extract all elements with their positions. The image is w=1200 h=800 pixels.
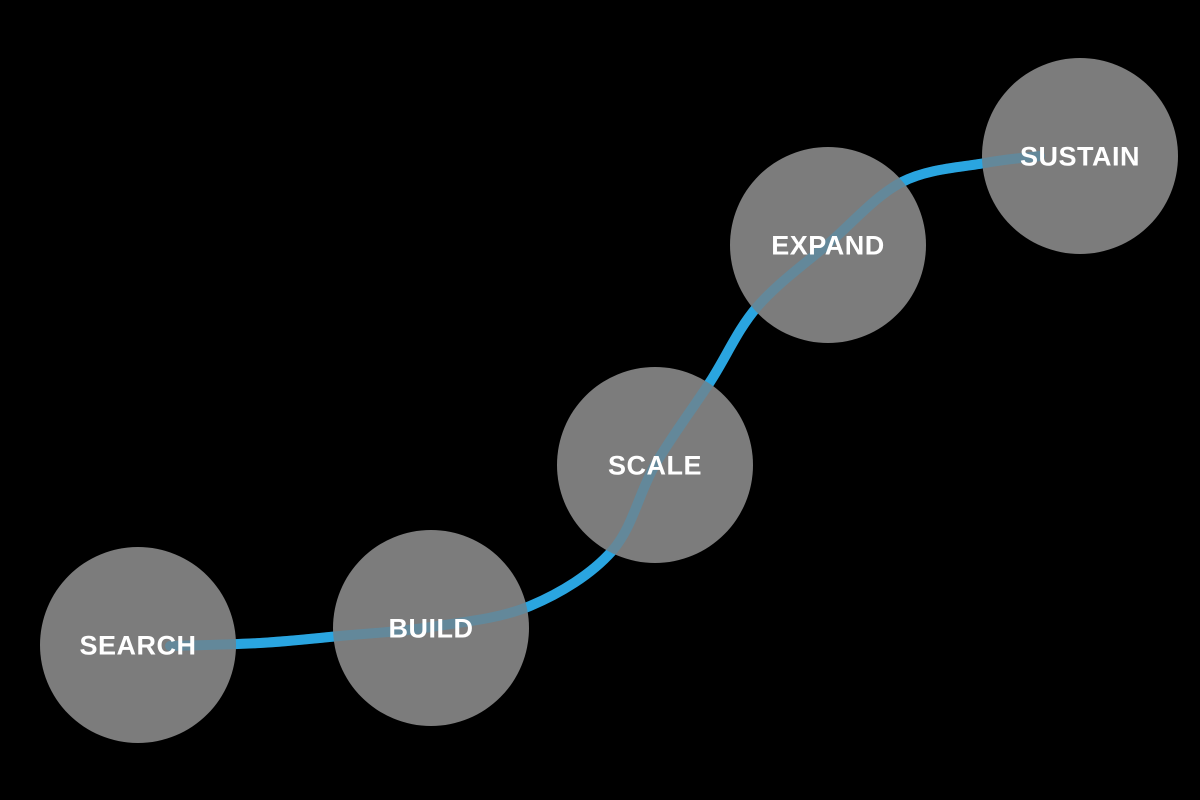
stage-label-build: BUILD	[389, 614, 474, 644]
stage-node-expand	[730, 147, 926, 343]
stage-label-search: SEARCH	[79, 631, 196, 661]
growth-curve-overlay-layer	[165, 151, 1045, 651]
stage-label-expand: EXPAND	[771, 231, 885, 261]
stage-label-scale: SCALE	[608, 451, 702, 481]
growth-curve-overlay	[165, 151, 1045, 651]
stage-node-scale	[557, 367, 753, 563]
stage-node-build	[333, 530, 529, 726]
stage-label-sustain: SUSTAIN	[1020, 142, 1140, 172]
stage-node-sustain	[982, 58, 1178, 254]
stage-nodes-layer	[40, 58, 1178, 743]
stage-node-search	[40, 547, 236, 743]
stage-labels-layer: SEARCH BUILD SCALE EXPAND SUSTAIN	[79, 142, 1140, 661]
